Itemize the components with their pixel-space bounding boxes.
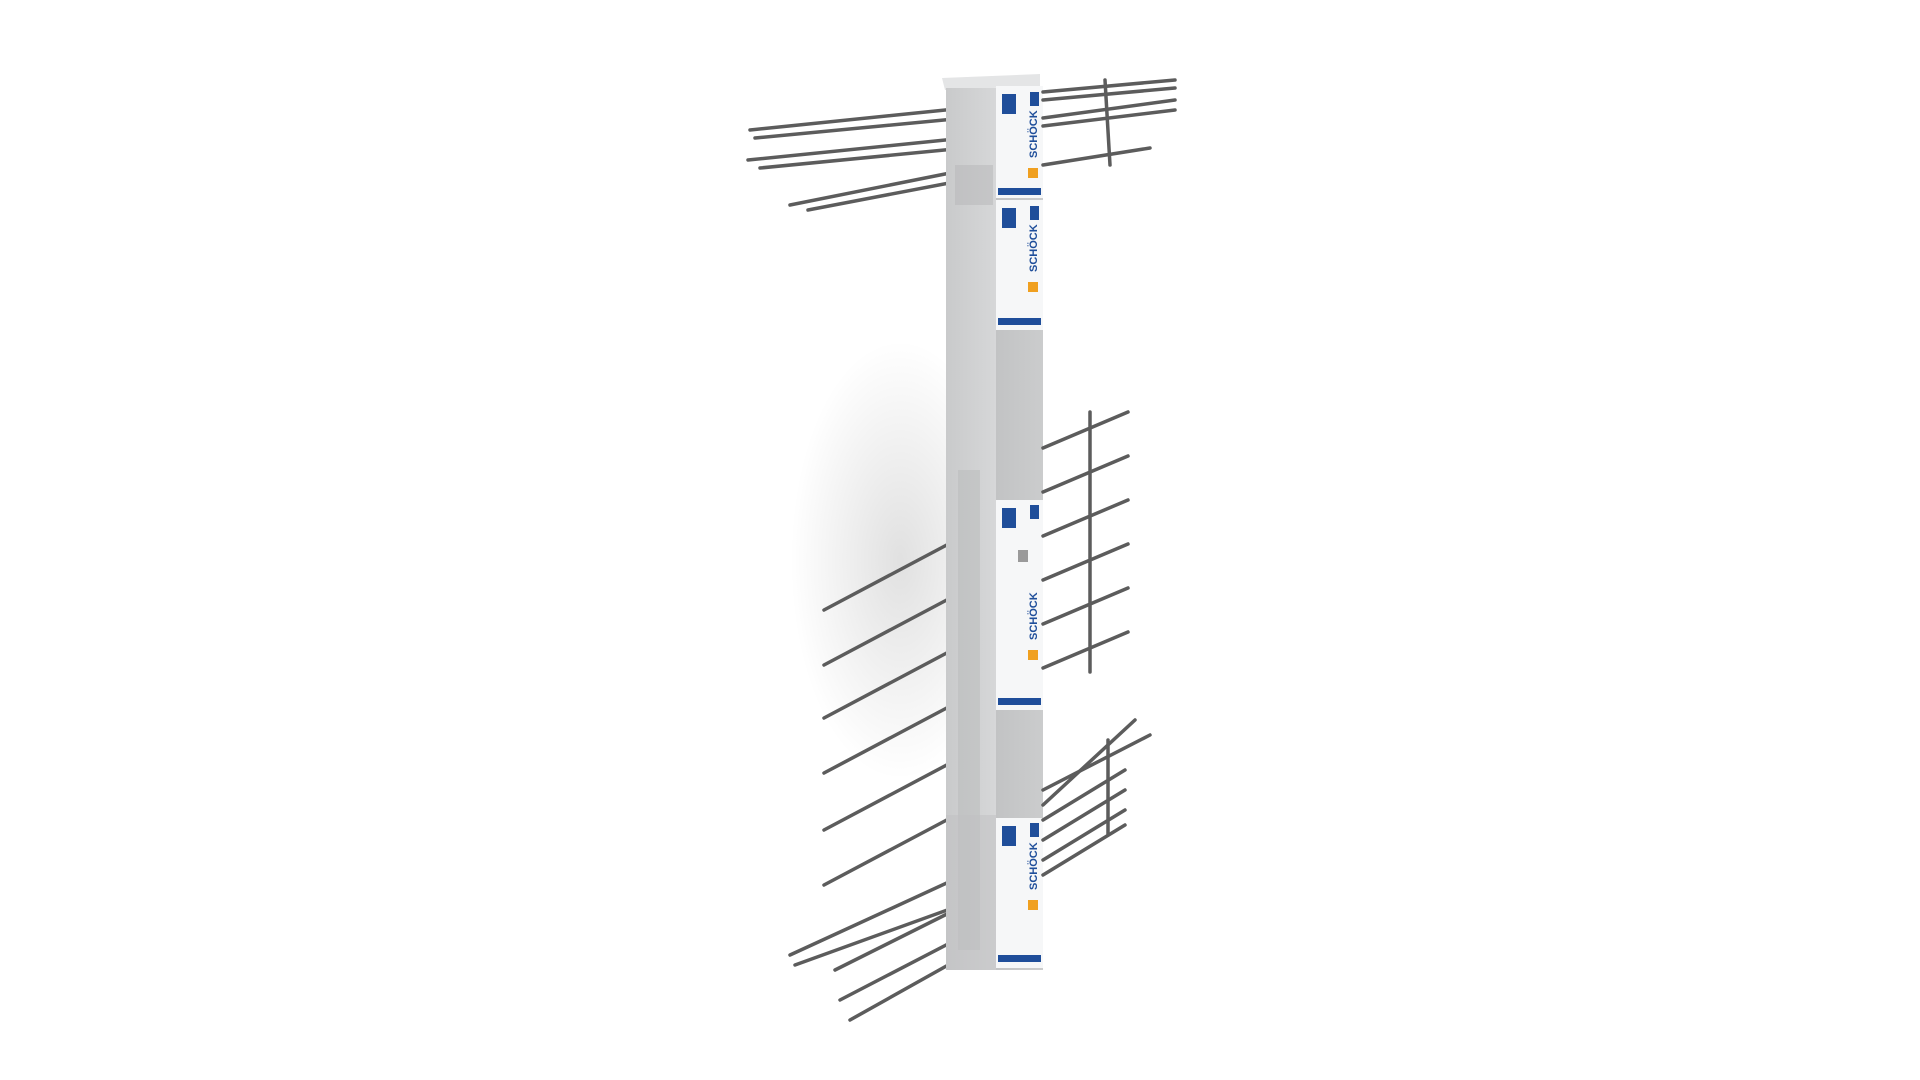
brand-logo: SCHÖCK (1027, 592, 1040, 640)
product-labels: SCHÖCK SCHÖCK SCHÖCK SCHÖCK (996, 86, 1043, 968)
label-3: SCHÖCK (996, 500, 1043, 710)
brand-logo: SCHÖCK (1027, 842, 1040, 890)
rebars-front (1041, 78, 1177, 877)
brand-logo: SCHÖCK (1027, 110, 1040, 158)
brand-logo: SCHÖCK (1027, 224, 1040, 272)
label-2: SCHÖCK (996, 200, 1043, 330)
label-4: SCHÖCK (996, 818, 1043, 968)
label-1: SCHÖCK (996, 86, 1043, 198)
